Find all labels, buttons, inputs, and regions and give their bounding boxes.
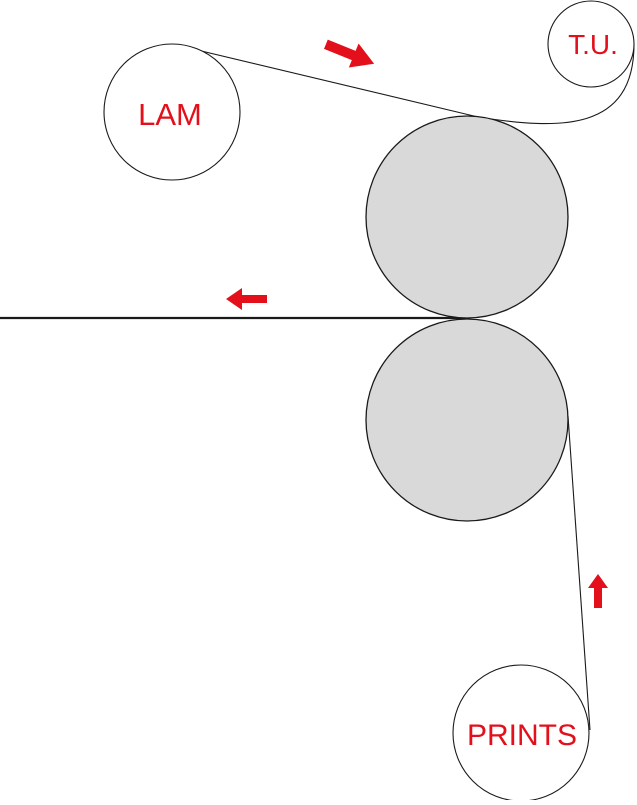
output-direction-arrow [226,288,267,310]
take-up-roll-label: T.U. [568,29,618,60]
take-up-roll [547,0,635,88]
prints-roll-label: PRINTS [467,719,577,752]
laminate-direction-arrow [324,39,375,68]
laminate-roll [103,43,241,181]
top-roller [365,115,569,319]
prints-web [567,415,591,731]
bottom-roller [365,318,569,522]
laminate-roll-label: LAM [138,97,202,132]
prints-direction-arrow [588,574,608,608]
